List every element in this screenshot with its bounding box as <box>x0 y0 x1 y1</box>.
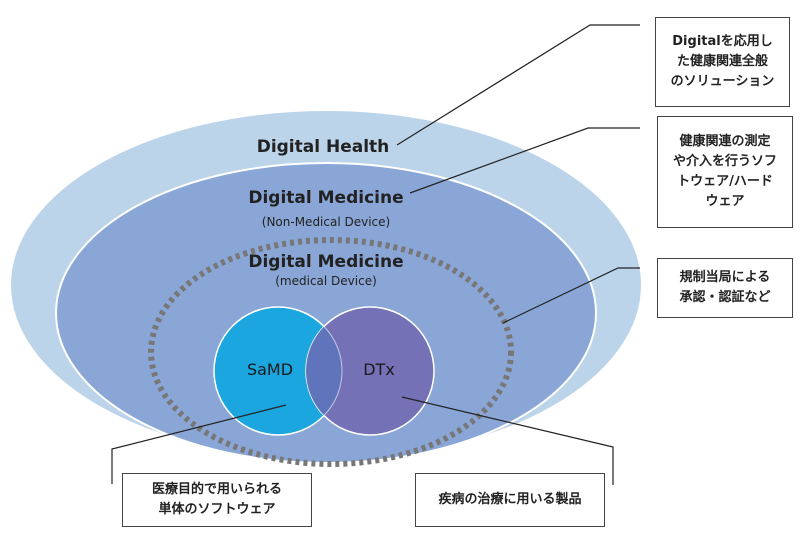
digital-medicine-ellipse <box>55 162 597 464</box>
callout-digital-health: Digitalを応用した健康関連全般のソリューション <box>655 17 790 107</box>
leader-line-health <box>396 24 640 146</box>
leader-line-dtx <box>401 396 614 485</box>
callout-line: 規制当局による <box>679 270 771 285</box>
digital-medicine-med-label: Digital Medicine <box>248 252 404 272</box>
leader-line-regulatory <box>502 267 640 324</box>
digital-medicine-non-label: Digital Medicine <box>248 188 404 208</box>
callout-line: 単体のソフトウェア <box>158 502 276 517</box>
medical-device-dotted-ellipse <box>148 237 514 467</box>
callout-line: のソリューション <box>670 74 775 89</box>
callout-line: 健康関連の測定 <box>679 134 771 149</box>
digital-medicine-med-sub-label: (medical Device) <box>275 274 377 288</box>
leader-line-samd <box>111 404 287 484</box>
dtx-label: DTx <box>363 360 395 379</box>
callout-regulatory: 規制当局による承認・認証など <box>657 258 793 318</box>
callout-dtx: 疾病の治療に用いる製品 <box>415 473 605 527</box>
callout-line: 承認・認証など <box>679 290 771 305</box>
digital-medicine-non-sub-label: (Non-Medical Device) <box>261 215 391 229</box>
leader-line-medicine <box>409 127 640 194</box>
callout-line: 疾病の治療に用いる製品 <box>438 492 582 507</box>
callout-samd: 医療目的で用いられる単体のソフトウェア <box>122 473 312 527</box>
callout-line: ウェア <box>705 194 745 209</box>
callout-line: や介入を行うソフ <box>672 154 777 169</box>
callout-line: Digitalを応用し <box>672 34 773 49</box>
callout-digital-medicine: 健康関連の測定や介入を行うソフトウェア/ハードウェア <box>657 116 793 228</box>
samd-label: SaMD <box>246 360 294 379</box>
callout-line: トウェア/ハード <box>677 174 773 189</box>
callout-line: た健康関連全般 <box>676 54 768 69</box>
callout-line: 医療目的で用いられる <box>151 482 282 497</box>
digital-health-label: Digital Health <box>256 137 390 157</box>
